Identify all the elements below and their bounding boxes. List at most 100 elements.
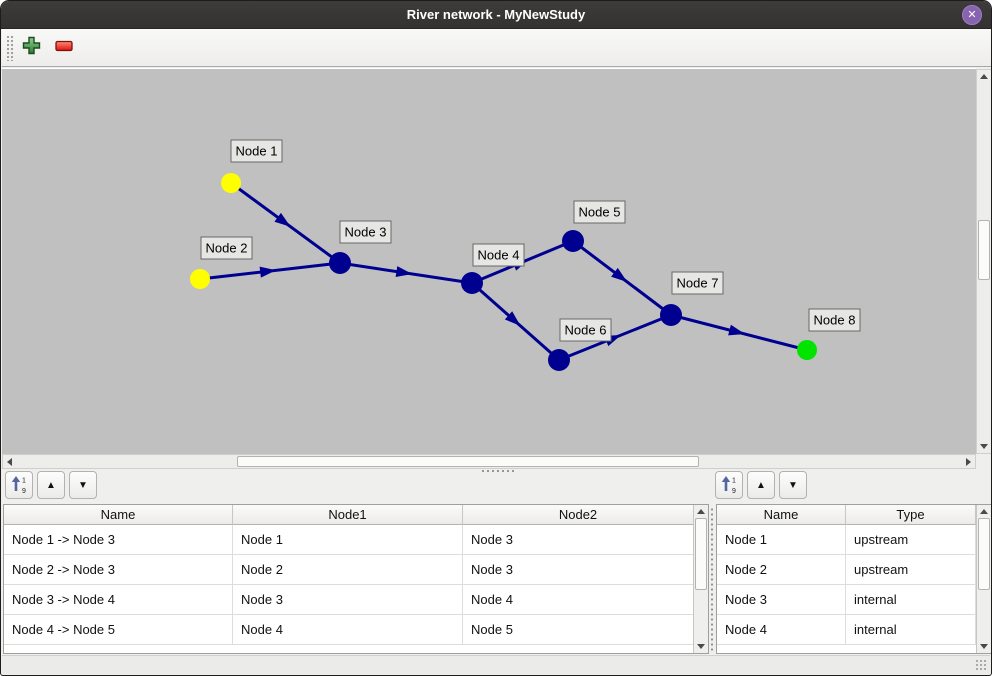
network-node[interactable] [461, 272, 483, 294]
table-cell[interactable]: Node 2 [233, 555, 463, 585]
canvas-horizontal-scrollbar[interactable] [2, 454, 976, 469]
table-cell[interactable]: upstream [846, 525, 976, 555]
table-cell[interactable]: Node 1 -> Node 3 [4, 525, 233, 555]
canvas-vertical-scrollbar[interactable] [976, 69, 991, 454]
scroll-up-icon[interactable] [977, 505, 990, 518]
node-label[interactable]: Node 5 [573, 200, 626, 224]
nodes-move-down-button[interactable]: ▼ [779, 471, 807, 499]
column-header[interactable]: Name [4, 505, 233, 525]
scroll-up-icon[interactable] [977, 70, 990, 83]
svg-text:Node 5: Node 5 [579, 205, 621, 220]
table-cell[interactable]: Node 4 [717, 615, 846, 645]
arrow-down-icon: ▼ [788, 479, 798, 491]
branches-move-down-button[interactable]: ▼ [69, 471, 97, 499]
titlebar[interactable]: River network - MyNewStudy ✕ [1, 1, 991, 29]
table-cell[interactable]: Node 3 [233, 585, 463, 615]
table-cell[interactable]: Node 4 -> Node 5 [4, 615, 233, 645]
vertical-scroll-thumb[interactable] [978, 220, 990, 280]
table-cell[interactable]: internal [846, 615, 976, 645]
column-header[interactable]: Type [846, 505, 976, 525]
node-label[interactable]: Node 3 [339, 220, 392, 244]
scroll-down-icon[interactable] [977, 640, 990, 653]
network-node[interactable] [221, 173, 241, 193]
network-node[interactable] [797, 340, 817, 360]
column-header[interactable]: Node2 [463, 505, 694, 525]
table-cell[interactable]: Node 2 -> Node 3 [4, 555, 233, 585]
add-node-button[interactable] [18, 35, 44, 61]
node-label[interactable]: Node 2 [200, 236, 253, 260]
horizontal-scroll-thumb[interactable] [237, 456, 699, 467]
svg-text:1: 1 [22, 477, 26, 484]
arrow-up-icon: ▲ [46, 479, 56, 491]
river-network-canvas[interactable]: Node 1 Node 2 Node 3 Node 4 Node 5 Node 6 Node… [2, 68, 976, 454]
svg-text:9: 9 [732, 488, 736, 494]
window-title: River network - MyNewStudy [406, 7, 586, 22]
network-node[interactable] [562, 230, 584, 252]
toolbar-drag-handle[interactable] [6, 35, 13, 61]
scroll-left-icon[interactable] [3, 455, 16, 468]
nodes-sort-button[interactable]: 1 9 [715, 471, 743, 499]
green-plus-icon [22, 36, 41, 60]
node-label[interactable]: Node 4 [472, 243, 525, 267]
branches-move-up-button[interactable]: ▲ [37, 471, 65, 499]
nodes-move-up-button[interactable]: ▲ [747, 471, 775, 499]
table-cell[interactable]: upstream [846, 555, 976, 585]
remove-node-button[interactable] [51, 35, 77, 61]
vertical-splitter-handle[interactable] [710, 507, 714, 651]
table-cell[interactable]: Node 3 [463, 555, 694, 585]
horizontal-splitter-handle[interactable] [481, 469, 515, 473]
node-label[interactable]: Node 8 [808, 308, 861, 332]
table-cell[interactable]: Node 3 [717, 585, 846, 615]
scroll-down-icon[interactable] [694, 640, 707, 653]
close-button[interactable]: ✕ [962, 5, 982, 25]
svg-text:Node 6: Node 6 [565, 323, 607, 338]
table-cell[interactable]: internal [846, 585, 976, 615]
resize-grip-icon[interactable] [975, 659, 988, 672]
network-node[interactable] [548, 349, 570, 371]
node-label[interactable]: Node 1 [230, 139, 283, 163]
node-label[interactable]: Node 6 [559, 318, 612, 342]
scroll-down-icon[interactable] [977, 440, 990, 453]
toolbar [2, 29, 991, 67]
network-node[interactable] [190, 269, 210, 289]
network-node[interactable] [660, 304, 682, 326]
svg-text:Node 4: Node 4 [478, 248, 520, 263]
svg-text:Node 1: Node 1 [236, 144, 278, 159]
table-scroll-thumb[interactable] [695, 518, 707, 590]
branches-sort-button[interactable]: 1 9 [5, 471, 33, 499]
branches-table-scrollbar[interactable] [693, 505, 708, 653]
node-label[interactable]: Node 7 [671, 271, 724, 295]
network-node[interactable] [329, 252, 351, 274]
column-header[interactable]: Node1 [233, 505, 463, 525]
edge-arrow-icon [274, 212, 291, 227]
table-cell[interactable]: Node 4 [463, 585, 694, 615]
scroll-up-icon[interactable] [694, 505, 707, 518]
status-bar [2, 655, 990, 674]
table-cell[interactable]: Node 1 [233, 525, 463, 555]
column-header[interactable]: Name [717, 505, 846, 525]
nodes-table-scrollbar[interactable] [976, 505, 991, 653]
table-cell[interactable]: Node 5 [463, 615, 694, 645]
table-cell[interactable]: Node 3 -> Node 4 [4, 585, 233, 615]
table-cell[interactable]: Node 2 [717, 555, 846, 585]
scroll-right-icon[interactable] [962, 455, 975, 468]
sort-ascending-icon: 1 9 [720, 474, 738, 497]
svg-text:Node 3: Node 3 [345, 225, 387, 240]
arrow-down-icon: ▼ [78, 479, 88, 491]
table-cell[interactable]: Node 4 [233, 615, 463, 645]
table-cell[interactable]: Node 1 [717, 525, 846, 555]
red-minus-icon [55, 39, 73, 57]
table-cell[interactable]: Node 3 [463, 525, 694, 555]
table-scroll-thumb[interactable] [978, 518, 990, 590]
